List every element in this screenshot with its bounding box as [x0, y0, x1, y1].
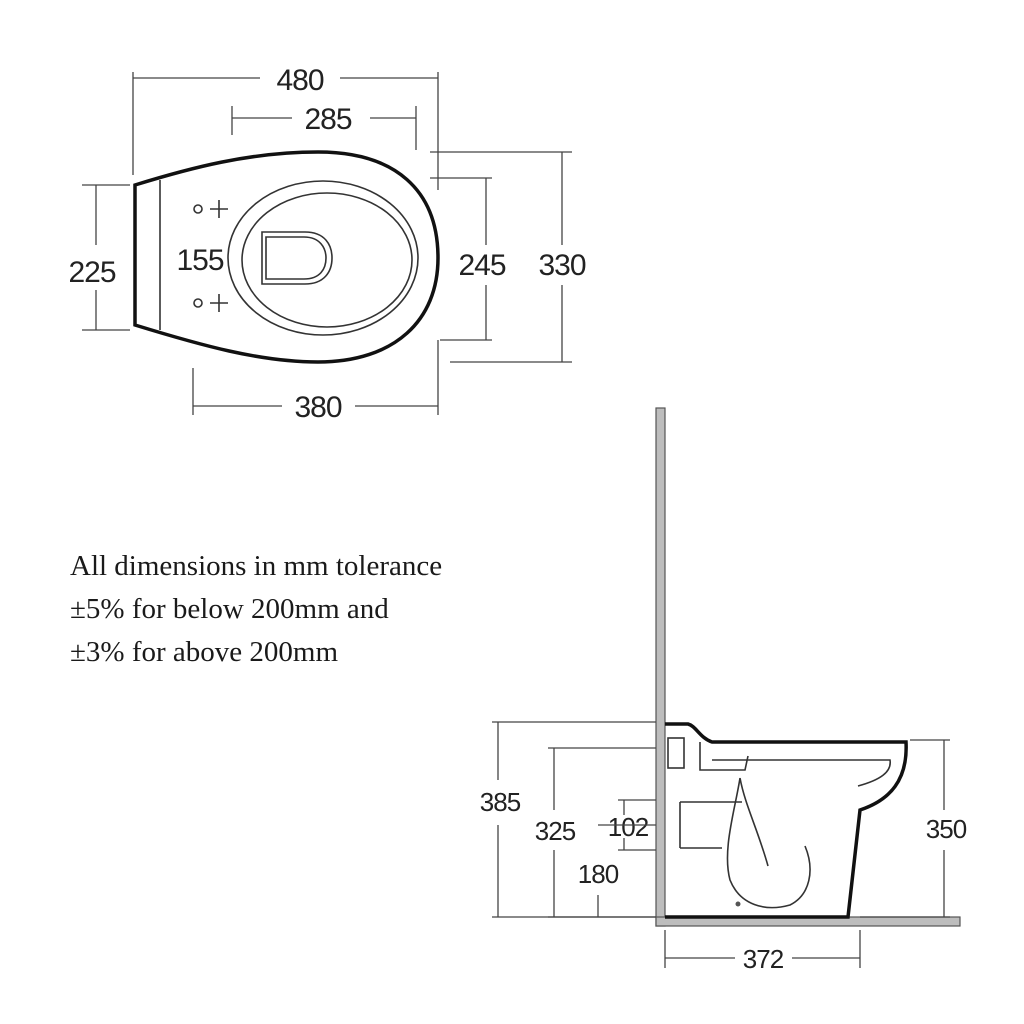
dim-330-label: 330	[538, 249, 585, 282]
dim-285-label: 285	[304, 103, 351, 136]
outlet	[679, 801, 742, 849]
bowl-interior	[726, 777, 811, 909]
dim-102: 102	[608, 799, 656, 851]
dim-245: 245	[430, 177, 507, 341]
dim-330: 330	[430, 151, 587, 363]
bowl-rim-inner	[241, 192, 413, 328]
dim-372-label: 372	[743, 944, 784, 974]
bowl-rim	[227, 180, 419, 336]
toilet-body	[665, 722, 908, 919]
fixing-holes	[193, 200, 228, 312]
dim-180: 180	[578, 824, 656, 917]
dim-385-label: 385	[480, 787, 521, 817]
pan-outline	[133, 150, 440, 364]
dim-285: 285	[231, 103, 417, 150]
dim-225: 225	[68, 184, 130, 331]
dim-245-label: 245	[458, 249, 505, 282]
tolerance-note-line-2: ±5% for below 200mm and	[70, 593, 389, 625]
plan-view: 480 285 225 155 245 330 380	[68, 64, 587, 424]
tolerance-note-line-3: ±3% for above 200mm	[70, 636, 338, 668]
dim-225-label: 225	[68, 256, 115, 289]
dim-380: 380	[192, 340, 439, 424]
dim-480: 480	[132, 64, 439, 190]
dim-480-label: 480	[276, 64, 323, 97]
dim-325-label: 325	[535, 816, 576, 846]
dim-180-label: 180	[578, 859, 619, 889]
dim-155-label: 155	[176, 244, 223, 277]
tolerance-note-line-1: All dimensions in mm tolerance	[70, 550, 443, 582]
dim-102-label: 102	[608, 812, 649, 842]
dim-372: 372	[664, 930, 861, 974]
wall	[655, 407, 666, 927]
dim-380-label: 380	[294, 391, 341, 424]
water-area	[261, 231, 333, 285]
dim-325: 325	[535, 747, 656, 918]
dim-350-label: 350	[926, 814, 967, 844]
tolerance-note: All dimensions in mm tolerance ±5% for b…	[70, 545, 590, 674]
dim-350: 350	[860, 739, 968, 918]
side-view: 385 325 102 180 350 372	[480, 407, 968, 974]
